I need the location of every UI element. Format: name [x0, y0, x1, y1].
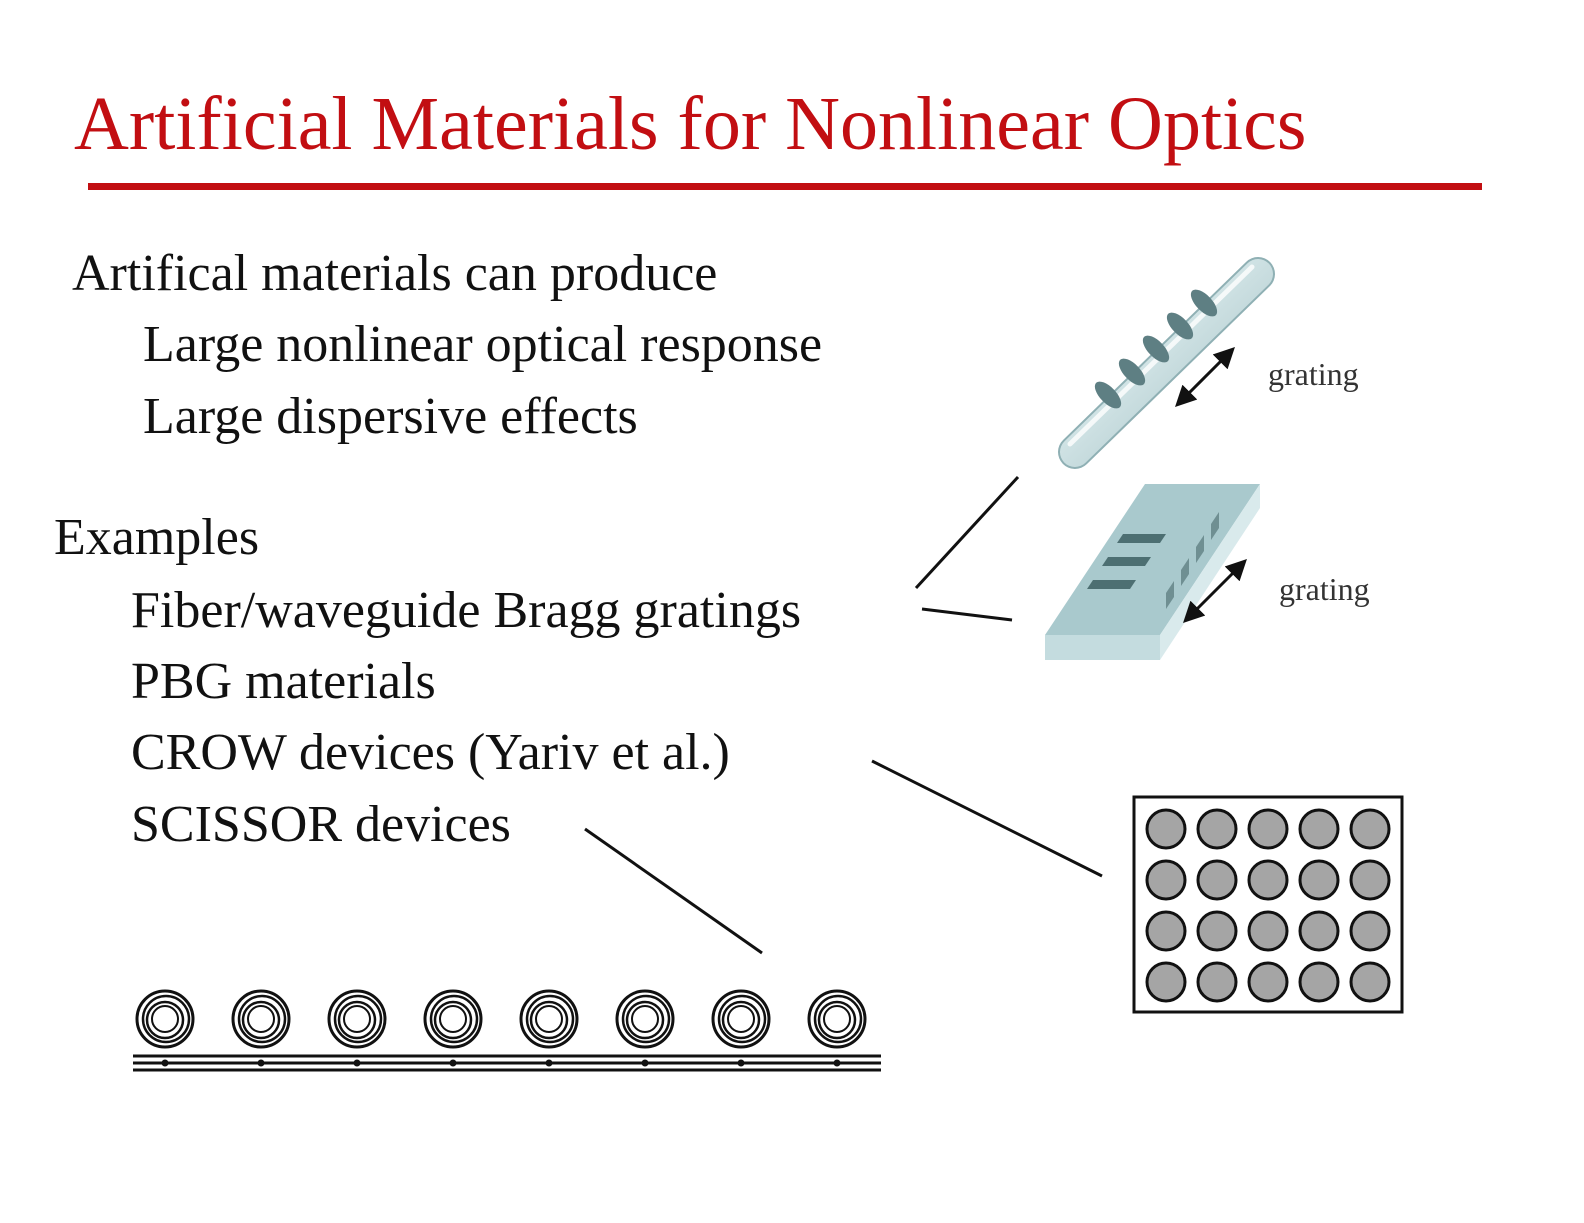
connector-bragg-to-fiber — [914, 475, 1020, 590]
waveguide-grating-label: grating — [1279, 571, 1370, 607]
connector-lines — [584, 475, 1103, 955]
waveguide-grating-arrow — [1183, 559, 1247, 623]
scissor-device-figure — [133, 989, 881, 1072]
pbg-rod — [1196, 961, 1238, 1003]
scissor-ring — [327, 989, 387, 1067]
title-underline — [88, 183, 1482, 190]
example-bragg-gratings: Fiber/waveguide Bragg gratings — [131, 582, 802, 639]
scissor-ring — [423, 989, 483, 1067]
pbg-rod — [1247, 961, 1289, 1003]
fiber-grating-arrow — [1175, 347, 1235, 407]
scissor-ring — [711, 989, 771, 1067]
connector-bragg-to-waveguide — [921, 607, 1013, 622]
pbg-rod — [1145, 961, 1187, 1003]
scissor-ring — [519, 989, 579, 1067]
slide-title: Artificial Materials for Nonlinear Optic… — [74, 82, 1307, 166]
pbg-rod — [1196, 910, 1238, 952]
pbg-rod — [1145, 859, 1187, 901]
fiber-grating-bands — [1094, 289, 1218, 409]
pbg-rod — [1196, 859, 1238, 901]
pbg-rod — [1196, 808, 1238, 850]
pbg-rod — [1247, 859, 1289, 901]
pbg-rod — [1298, 859, 1340, 901]
connector-scissor-to-rings — [584, 827, 763, 955]
example-scissor-devices: SCISSOR devices — [131, 796, 511, 853]
intro-item-dispersive-effects: Large dispersive effects — [143, 388, 638, 445]
pbg-rod — [1349, 808, 1391, 850]
pbg-lattice-figure — [1132, 795, 1404, 1014]
pbg-rod — [1247, 808, 1289, 850]
pbg-rod — [1349, 910, 1391, 952]
pbg-rod — [1349, 961, 1391, 1003]
connector-crow-to-pbg — [871, 759, 1103, 878]
pbg-rod — [1298, 961, 1340, 1003]
scissor-rings — [135, 989, 867, 1067]
pbg-rod — [1298, 808, 1340, 850]
scissor-ring — [135, 989, 195, 1067]
examples-heading: Examples — [54, 509, 260, 566]
fiber-bragg-grating-figure — [1058, 257, 1275, 469]
pbg-rod — [1145, 910, 1187, 952]
scissor-bus-waveguides — [133, 1054, 881, 1072]
scissor-ring — [615, 989, 675, 1067]
pbg-rod — [1247, 910, 1289, 952]
scissor-ring — [807, 989, 867, 1067]
pbg-rod — [1145, 808, 1187, 850]
waveguide-grating-bands — [1087, 534, 1166, 589]
intro-item-nonlinear-response: Large nonlinear optical response — [143, 316, 823, 373]
pbg-rods — [1145, 808, 1391, 1003]
example-pbg-materials: PBG materials — [131, 653, 436, 710]
pbg-rod — [1349, 859, 1391, 901]
pbg-rod — [1298, 910, 1340, 952]
waveguide-bragg-grating-figure — [1045, 484, 1260, 660]
fiber-grating-label: grating — [1268, 356, 1359, 392]
intro-heading: Artifical materials can produce — [72, 245, 718, 302]
example-crow-devices: CROW devices (Yariv et al.) — [131, 724, 730, 781]
